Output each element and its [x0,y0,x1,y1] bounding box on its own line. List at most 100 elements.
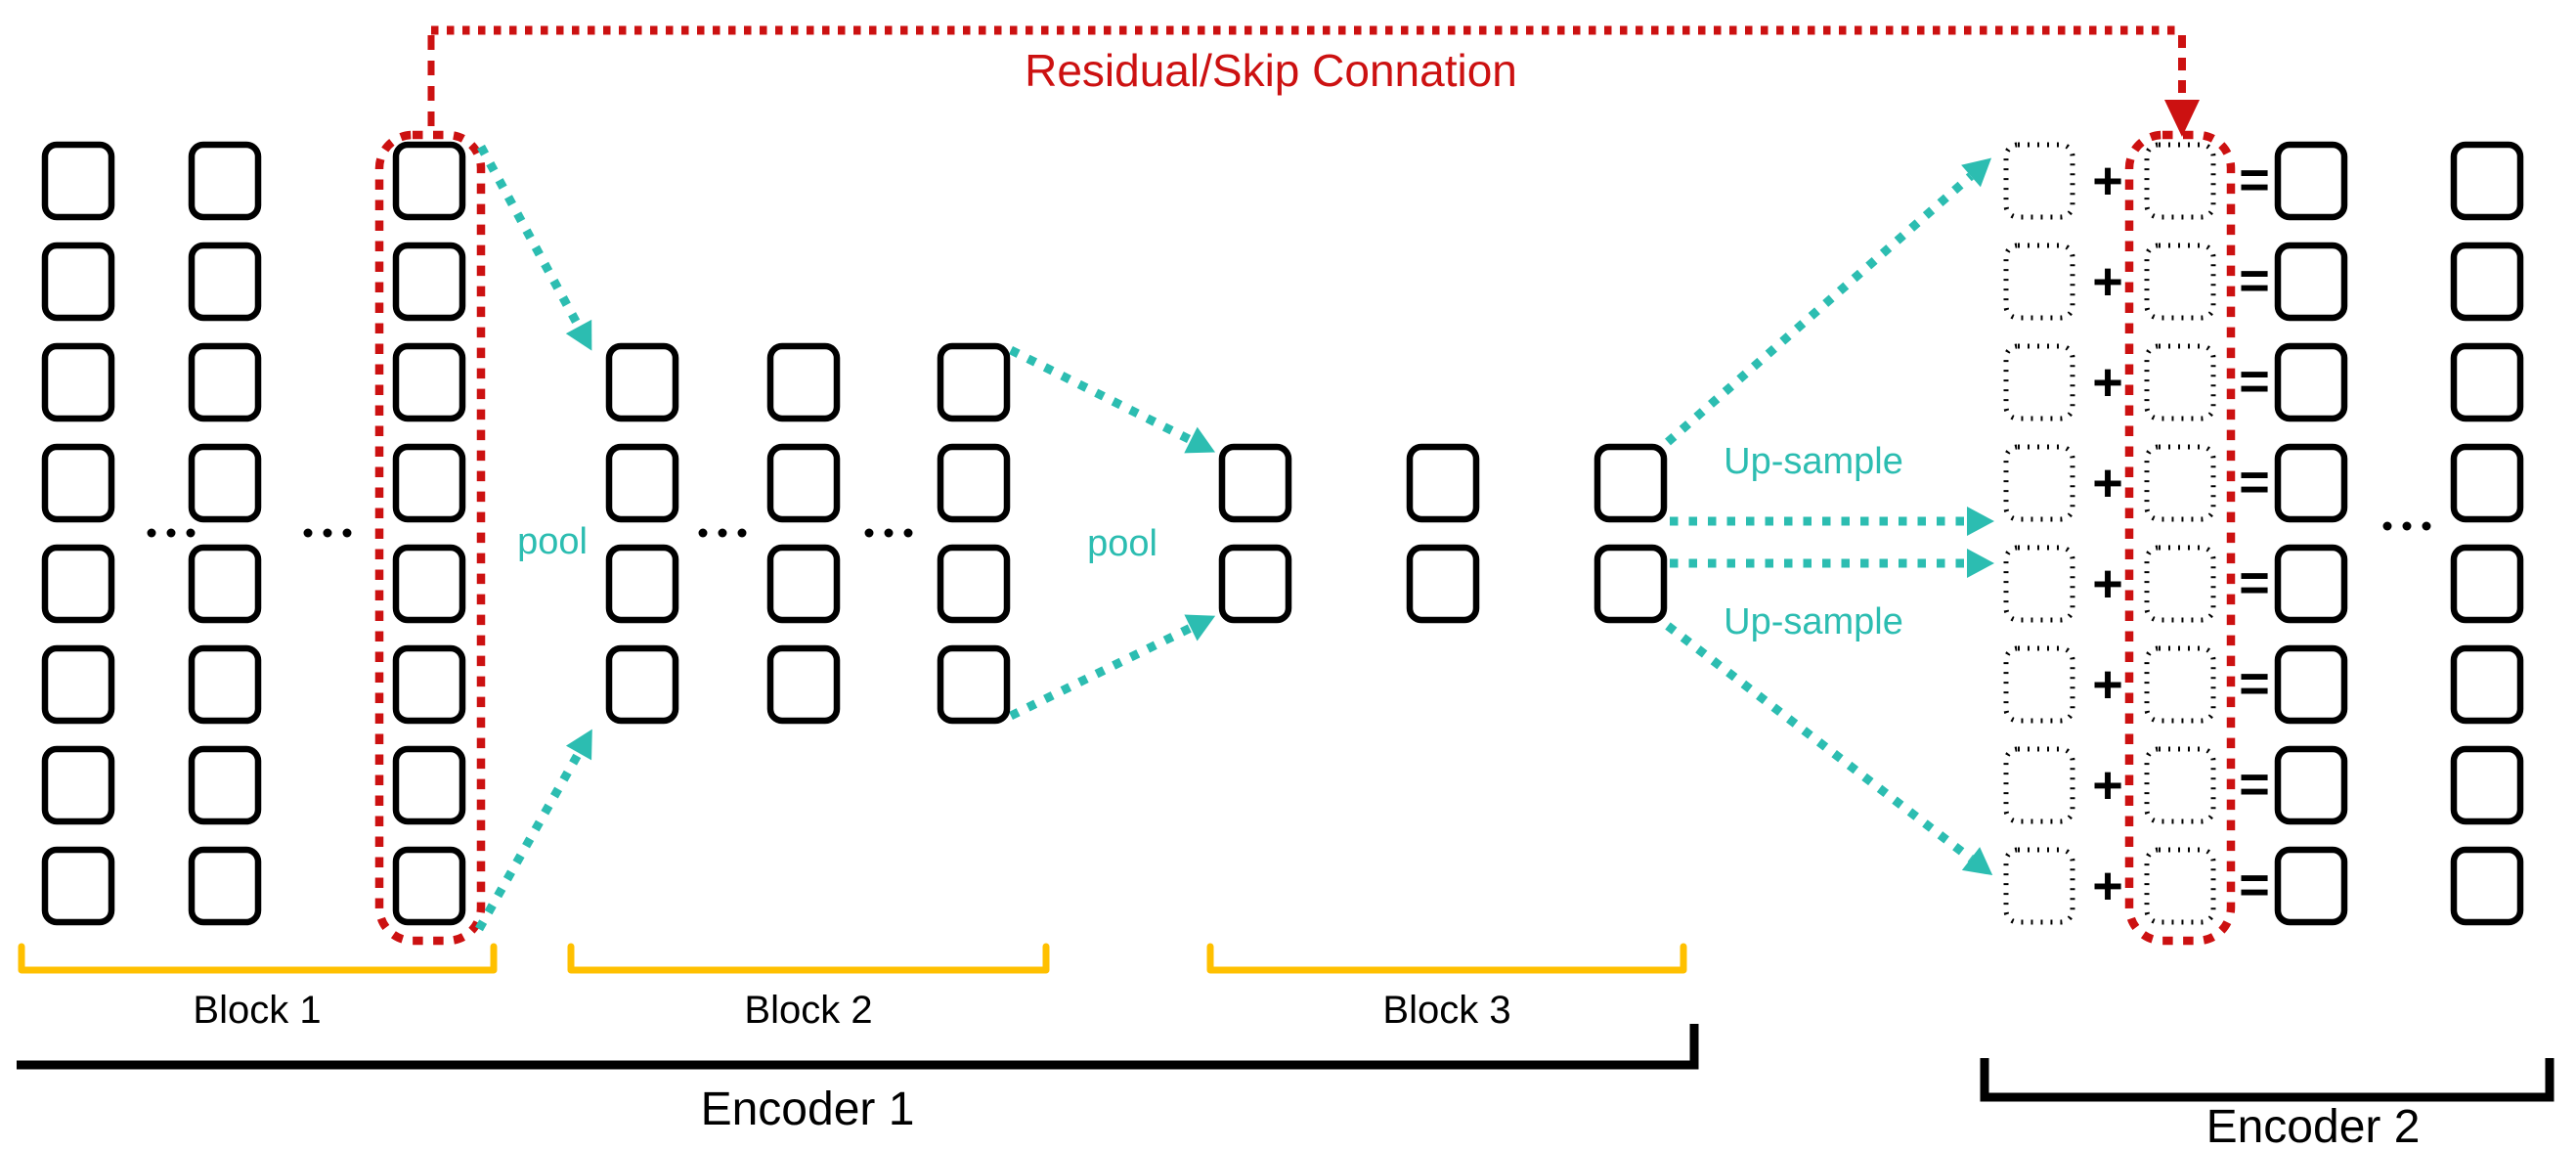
ellipsis-dot [2382,521,2392,531]
pool2-arrow-bottom-line [1009,623,1193,721]
equals-operator: = [2239,755,2270,814]
pool1-arrow-bottom-line [475,750,583,932]
decoder-skip-copy-square [2144,343,2216,421]
decoder-upsampled-square [2003,243,2075,321]
decoder-skip-copy-square [2144,645,2216,724]
decoder-next-layer-square [2450,846,2524,926]
plus-operator: + [2092,554,2123,613]
block3-square [1594,544,1668,624]
pool1-arrow-top-line [477,144,583,330]
decoder-skip-copy-square [2144,847,2216,925]
upsample-arrow-diag-bottom-arrowhead-icon [1961,847,1993,876]
block1-label: Block 1 [193,989,321,1032]
block1-square [392,141,466,221]
pool1-arrow-top-arrowhead-icon [565,319,592,351]
upsample-label-top: Up-sample [1724,441,1903,482]
block3-square [1406,544,1480,624]
block2-square [605,644,679,725]
block2-square [605,443,679,523]
block1-square [41,242,115,322]
skip-connection-line [427,25,2200,137]
decoder-upsampled-square [2003,343,2075,421]
decoder-upsampled-square [2003,545,2075,623]
decoder-skip-copy-square [2144,243,2216,321]
pool2-arrow-top-arrowhead-icon [1184,426,1216,454]
block2-square [766,644,841,725]
equals-operator: = [2239,553,2270,612]
ellipsis-dot [2422,521,2431,531]
pool-label-left: pool [517,521,588,562]
decoder-next-layer-square [2450,644,2524,725]
ellipsis-dots [147,521,2431,538]
decoder-next-layer-square [2450,443,2524,523]
block3-square [1218,443,1292,523]
block2-bracket [567,943,1050,974]
block3-label: Block 3 [1382,989,1510,1032]
decoder-sum-result-square [2274,342,2348,422]
plus-operator: + [2092,252,2123,311]
block1-square [41,443,115,523]
block1-square [188,443,262,523]
block1-square [188,745,262,825]
decoder-skip-copy-square [2144,545,2216,623]
equals-operator: = [2239,251,2270,310]
decoder-sum-result-square [2274,745,2348,825]
feature-map-squares [41,141,2524,926]
block1-square [41,141,115,221]
decoder-upsampled-square [2003,847,2075,925]
decoder-skip-copy-square [2144,746,2216,824]
skip-arrowhead-icon [2164,100,2200,137]
decoder-sum-result-square [2274,644,2348,725]
decoder-sum-result-square [2274,443,2348,523]
block1-bracket [18,943,498,974]
decoder-sum-result-square [2274,846,2348,926]
equals-operator: = [2239,453,2270,511]
block3-square [1406,443,1480,523]
ellipsis-dot [737,528,747,538]
block1-square [188,342,262,422]
ellipsis-dot [342,528,352,538]
block2-label: Block 2 [744,989,872,1032]
equals-operator: = [2239,151,2270,209]
block1-square [392,846,466,926]
ellipsis-dot [698,528,708,538]
encoder2-bracket [1980,1058,2554,1102]
block2-square [766,443,841,523]
equals-operator: = [2239,856,2270,914]
block1-square [41,846,115,926]
plus-operator: + [2092,454,2123,512]
ellipsis-dot [718,528,727,538]
block2-square [937,443,1011,523]
encoder1-label: Encoder 1 [701,1084,915,1135]
decoder-next-layer-square [2450,745,2524,825]
block1-square [188,242,262,322]
decoder-upsampled-square [2003,142,2075,220]
pool2-arrow-bottom-arrowhead-icon [1184,614,1216,641]
decoder-skip-column-outline [2124,130,2236,946]
pool2-arrow-top-line [1008,345,1194,445]
block1-square [392,242,466,322]
upsample-label-bottom: Up-sample [1724,601,1903,642]
block1-square [41,745,115,825]
plus-operator: + [2092,353,2123,412]
encoder2-label: Encoder 2 [2206,1101,2421,1150]
ellipsis-dot [303,528,313,538]
decoder-skip-copy-square [2144,444,2216,522]
block2-square [766,544,841,624]
decoder-upsampled-square [2003,645,2075,724]
block1-square [188,644,262,725]
decoder-skip-copy-square [2144,142,2216,220]
decoder-sum-result-square [2274,242,2348,322]
block1-square [392,342,466,422]
block1-square [392,544,466,624]
block2-square [605,342,679,422]
block1-square [188,846,262,926]
block3-square [1218,544,1292,624]
pool-label-right: pool [1087,523,1157,564]
skip-connection-label: Residual/Skip Connation [1025,45,1517,96]
decoder-sum-result-square [2274,544,2348,624]
block1-square [188,544,262,624]
pool-upsample-arrows [475,144,1994,932]
